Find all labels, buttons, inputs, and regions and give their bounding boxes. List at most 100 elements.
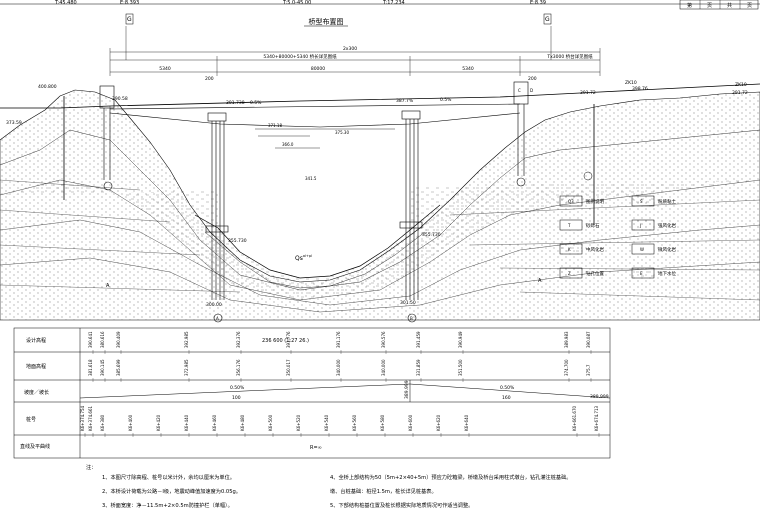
elev-pier-right: 387.7% (396, 98, 414, 104)
elev-right-far-3: ZK10 (735, 82, 747, 88)
design-elev-cell: 390.576 (381, 331, 386, 348)
legend-swatch (631, 195, 655, 207)
bridge-deck: 0.5% 0.5% (0, 83, 760, 128)
ground-elev-cell: 385.699 (116, 359, 121, 376)
legend-text: 中风化岩 (586, 246, 604, 253)
pier-right: B (399, 110, 423, 323)
design-elev-cell: 390.949 (458, 331, 463, 348)
direction-marker-right: G (543, 13, 552, 60)
station-label-4: T:17.234 (382, 0, 405, 6)
stake-cell: K6+520 (296, 414, 301, 431)
dim-span-right: 5340 (462, 66, 474, 72)
sheet-box: 第 页 共 页 (679, 0, 759, 10)
legend-swatch (559, 243, 583, 255)
direction-right-label: G (545, 16, 550, 23)
water-level-3: 366.0 (282, 142, 294, 147)
design-elev-cell: 390.641 (88, 331, 93, 348)
station-label-3: T:5.0-45.00 (282, 0, 311, 6)
strata-hatching (0, 179, 760, 301)
note-2: 2、本桥设计荷载为公路－I级，地震动峰值加速度为0.05g。 (102, 489, 241, 495)
abutment-right: C D (513, 81, 533, 187)
water-level-2: 375.30 (335, 130, 349, 135)
stake-cell: K6+580 (380, 414, 385, 431)
dim-spans: 5340+80000+5340 桥长详见图纸 (263, 53, 337, 60)
water-level-1: 371.18 (268, 123, 282, 128)
elevation-labels: 400.800 373.59 390.58 391.738 387.7% 391… (6, 80, 748, 344)
bearing-mark-right: 200 (528, 76, 537, 82)
profile-row-labels: 设计高程 地面高程 坡度／坡长 桩号 直线及平曲线 (20, 337, 50, 450)
drill-holes (63, 96, 595, 225)
stake-cell: K6+374.754 (80, 405, 85, 431)
ground-elev-cell: 340.000 (336, 359, 341, 376)
pier-label-a: A (216, 316, 219, 321)
legend-code: T (567, 223, 571, 228)
legend-code: J (639, 223, 641, 228)
stake-cell: K6+560 (352, 414, 357, 431)
river-bottom-elev: 341.5 (305, 176, 317, 181)
stake-cell: K6+400 (128, 414, 133, 431)
legend-text: 图例说明 (586, 198, 604, 205)
sheet-cell-2: 页 (707, 3, 712, 9)
design-elev-cell: 391.176 (336, 331, 341, 348)
elev-right-far-1: ZK10 (625, 80, 637, 86)
pier-label-c: C (518, 88, 521, 93)
stake-cell: K6+460 (212, 414, 217, 431)
stake-cell: K6+640 (464, 414, 469, 431)
design-elev-cell: 391.459 (416, 331, 421, 348)
elev-pile-left-bottom: 355.730 (228, 238, 247, 244)
station-label-2: E:8.393 (120, 0, 139, 6)
elev-pile-right-bottom: 355.730 (422, 232, 441, 238)
water-levels: 371.18 375.30 366.0 341.5 (255, 123, 395, 181)
legend-code: E (640, 271, 643, 276)
grade-2: 0.50% (500, 385, 515, 391)
arrow-label-left: A (106, 283, 110, 289)
legend-text: 微风化岩 (658, 246, 676, 253)
grade-mid-elev: 389.999 (404, 380, 410, 399)
row-label-grade: 坡度／坡长 (24, 389, 49, 396)
sheet-cell-3: 共 (727, 2, 732, 9)
stake-cell: K6+674.713 (594, 405, 599, 431)
elev-right-far-2: 398.76 (632, 86, 648, 92)
elev-pier-left: 391.738 (226, 100, 245, 106)
ground-elev-cell: 356.176 (236, 359, 241, 376)
legend-text: 钻孔位置 (586, 270, 604, 277)
ground-elev-cell: 372.985 (184, 359, 189, 376)
note-1: 1、本图尺寸除高程、桩号以米计外，余均以厘米为单位。 (102, 475, 235, 481)
note-3: 3、桥面宽度：净－11.5m+2×0.5m防撞护栏（单幅）。 (102, 503, 233, 509)
stake-cell: K6+380 (100, 414, 105, 431)
elev-right-top: 391.72 (580, 90, 596, 96)
legend-code: Z (568, 271, 571, 276)
design-elev-cell: 392.985 (184, 331, 189, 348)
legend-text: 地下水位 (658, 270, 676, 277)
design-elev-cell: 392.376 (236, 331, 241, 348)
stake-cell: K6+480 (240, 414, 245, 431)
ground-elev-cell: 351.500 (458, 359, 463, 376)
legend-code: Q3 (568, 199, 574, 204)
pier-label-d: D (530, 88, 533, 93)
note-6: 5、下部结构桩基位置及桩长根据实际地质情况可作适当调整。 (330, 503, 474, 509)
row-label-curve: 直线及平曲线 (20, 443, 50, 450)
profile-table (13, 327, 611, 459)
design-elev-cell: 391.776 (286, 331, 291, 348)
ground-elev-cell: 350.017 (286, 359, 291, 376)
arrow-label-right: A (538, 278, 542, 284)
grade-2-len: 160 (502, 395, 511, 401)
legend-swatch (631, 219, 655, 231)
abutment-left (99, 85, 115, 191)
legend-swatch (559, 267, 583, 279)
dim-span-left: 5340 (159, 66, 171, 72)
legend-item: E 地下水位 (631, 267, 676, 279)
station-label-1: T:45.480 (54, 0, 77, 6)
legend-swatch (631, 243, 655, 255)
stake-cell: K6+600 (408, 414, 413, 431)
elev-left-abut: 390.58 (112, 96, 128, 102)
design-elev-cell: 390.409 (116, 331, 121, 348)
bottom-dim: 236 600 (1:27 26.) (262, 338, 309, 344)
dim-total: 2x300 (343, 46, 357, 52)
legend-swatch (631, 267, 655, 279)
